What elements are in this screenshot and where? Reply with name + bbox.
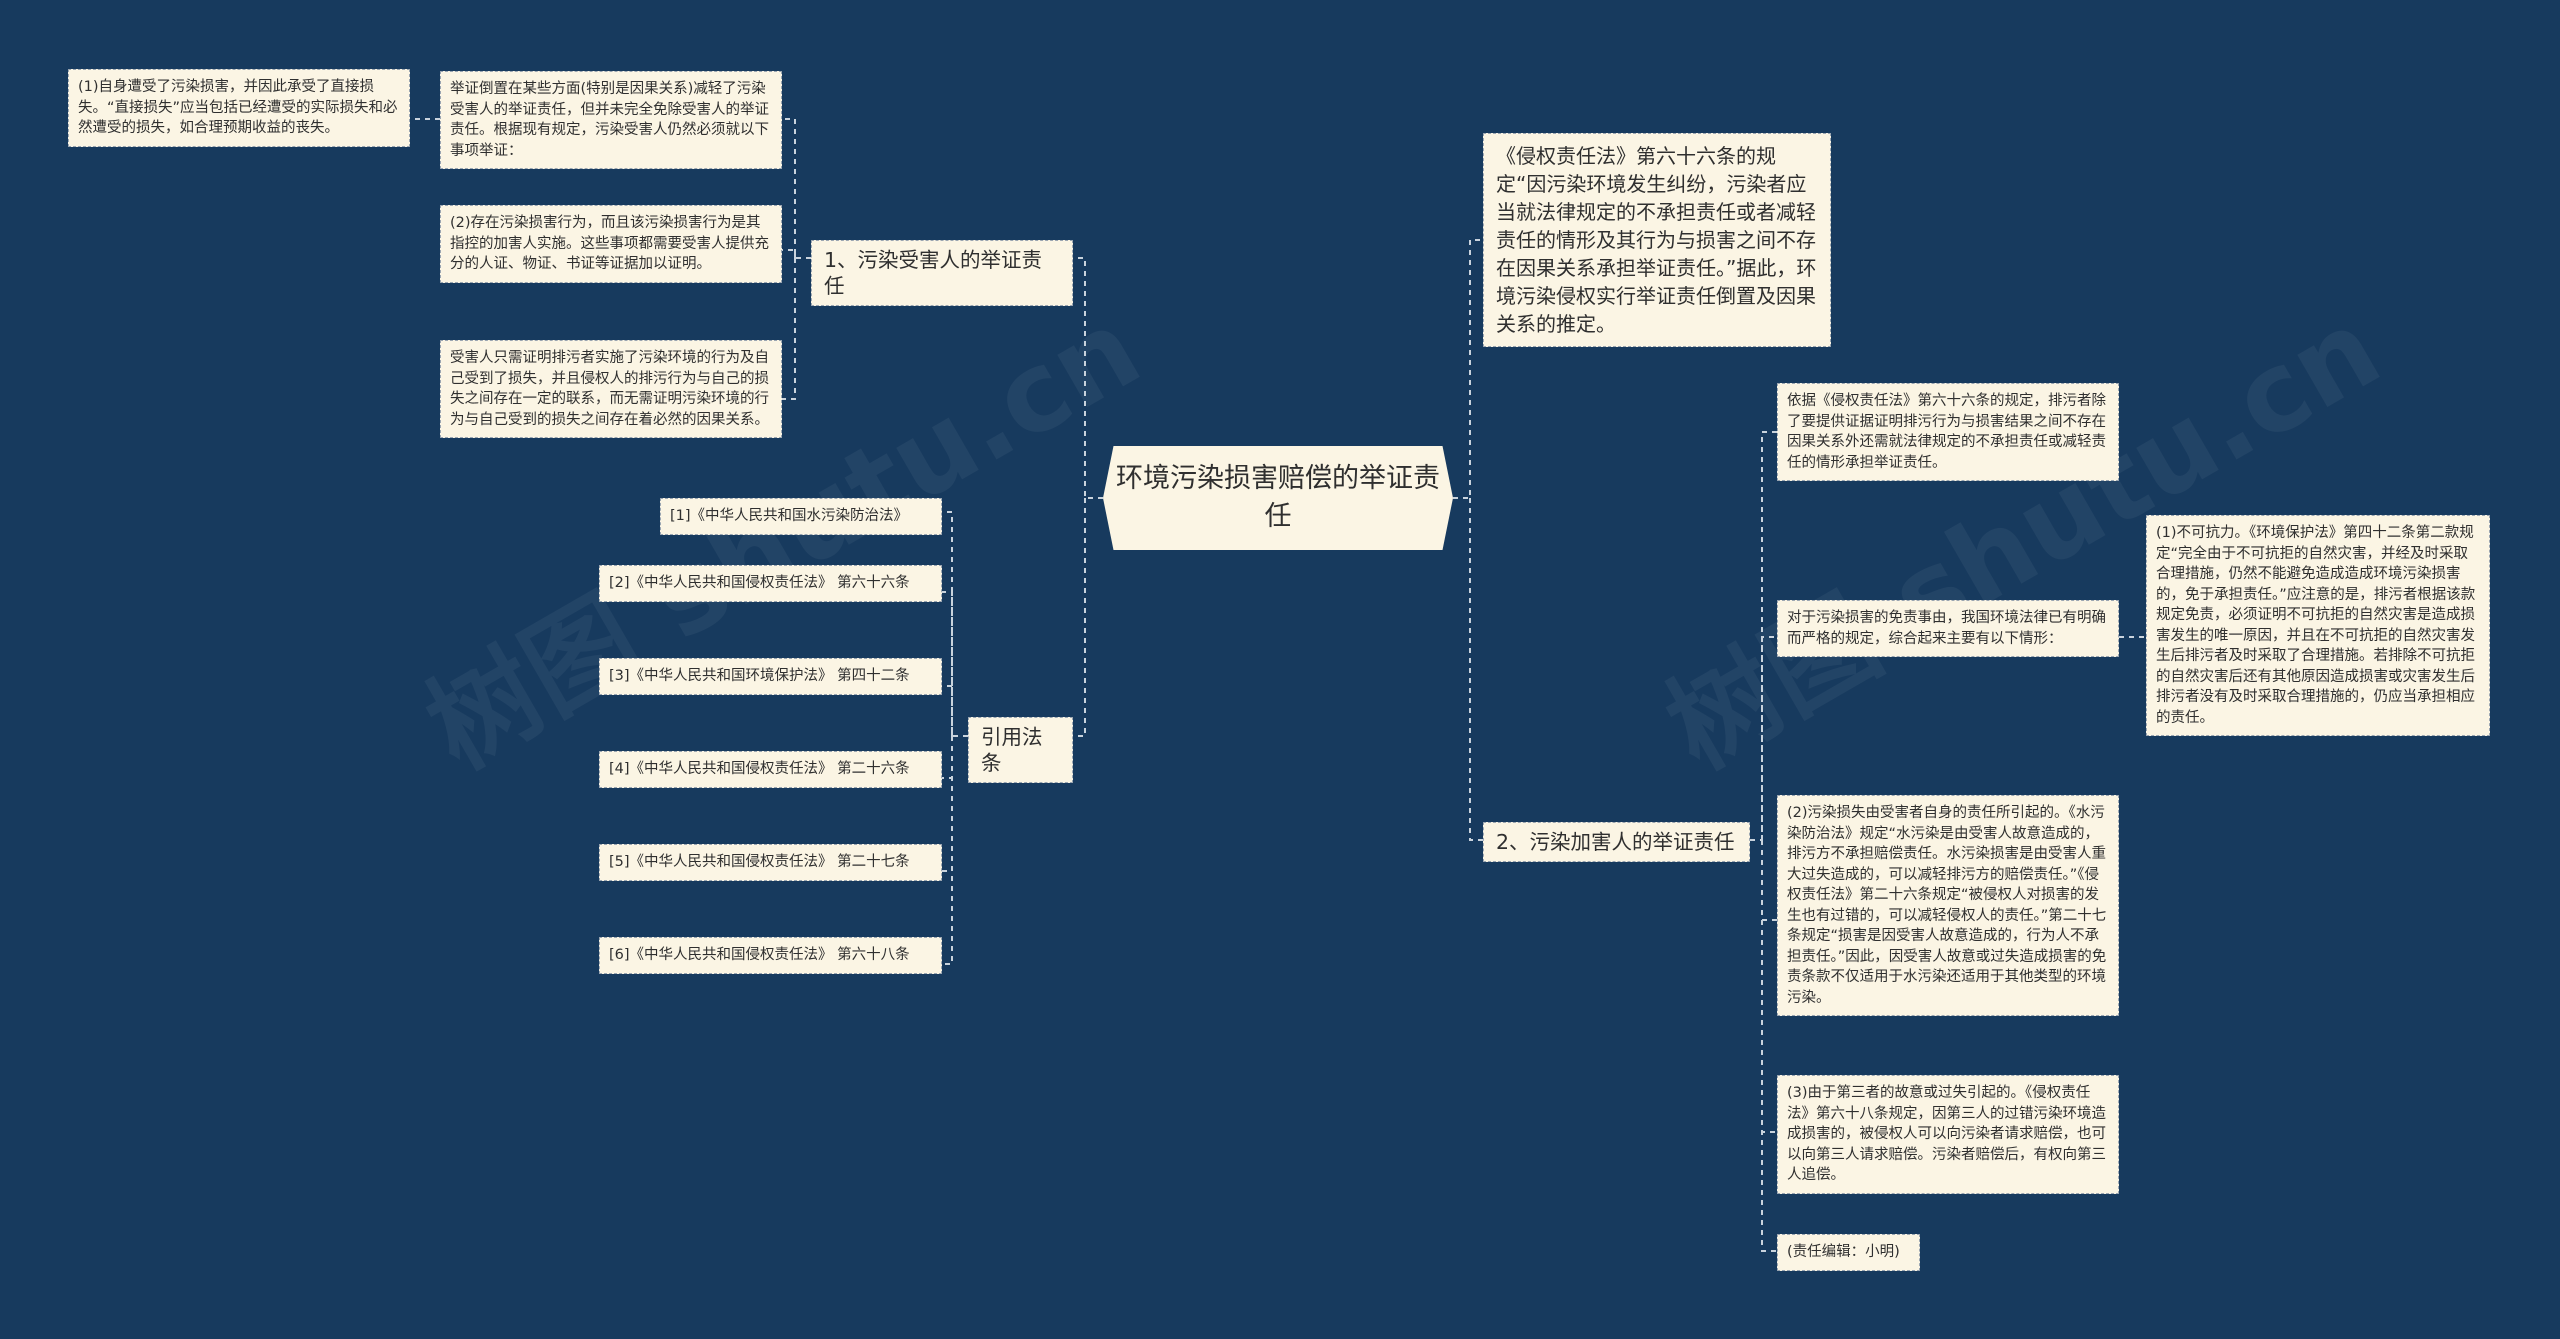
tort-law-article-node[interactable]: 《侵权责任法》第六十六条的规定“因污染环境发生纠纷，污染者应当就法律规定的不承担… xyxy=(1483,133,1831,347)
victim-intro-node[interactable]: 举证倒置在某些方面(特别是因果关系)减轻了污染受害人的举证责任，但并未完全免除受… xyxy=(440,71,782,169)
branch-victim-burden[interactable]: 1、污染受害人的举证责任 xyxy=(811,240,1073,306)
citation-item[interactable]: [3]《中华人民共和国环境保护法》 第四十二条 xyxy=(599,658,942,695)
pollution-act-node[interactable]: (2)存在污染损害行为，而且该污染损害行为是其指控的加害人实施。这些事项都需要受… xyxy=(440,205,782,283)
burden-reversal-node[interactable]: 依据《侵权责任法》第六十六条的规定，排污者除了要提供证据证明排污行为与损害结果之… xyxy=(1777,383,2119,481)
citation-item[interactable]: [2]《中华人民共和国侵权责任法》 第六十六条 xyxy=(599,565,942,602)
force-majeure-node[interactable]: (1)不可抗力。《环境保护法》第四十二条第二款规定“完全由于不可抗拒的自然灾害，… xyxy=(2146,515,2490,736)
branch-polluter-burden[interactable]: 2、污染加害人的举证责任 xyxy=(1483,822,1750,862)
branch-citations[interactable]: 引用法条 xyxy=(968,717,1073,783)
direct-loss-node[interactable]: (1)自身遭受了污染损害，并因此承受了直接损失。“直接损失”应当包括已经遭受的实… xyxy=(68,69,410,147)
citation-item[interactable]: [6]《中华人民共和国侵权责任法》 第六十八条 xyxy=(599,937,942,974)
editor-node[interactable]: (责任编辑：小明) xyxy=(1777,1234,1920,1271)
exemption-intro-node[interactable]: 对于污染损害的免责事由，我国环境法律已有明确而严格的规定，综合起来主要有以下情形… xyxy=(1777,600,2119,657)
central-topic[interactable]: 环境污染损害赔偿的举证责任 xyxy=(1103,446,1453,550)
victim-fault-node[interactable]: (2)污染损失由受害者自身的责任所引起的。《水污染防治法》规定“水污染是由受害人… xyxy=(1777,795,2119,1016)
citation-item[interactable]: [5]《中华人民共和国侵权责任法》 第二十七条 xyxy=(599,844,942,881)
citation-item[interactable]: [1]《中华人民共和国水污染防治法》 xyxy=(660,498,942,535)
third-party-fault-node[interactable]: (3)由于第三者的故意或过失引起的。《侵权责任法》第六十八条规定，因第三人的过错… xyxy=(1777,1075,2119,1194)
causal-link-node[interactable]: 受害人只需证明排污者实施了污染环境的行为及自己受到了损失，并且侵权人的排污行为与… xyxy=(440,340,782,438)
citation-item[interactable]: [4]《中华人民共和国侵权责任法》 第二十六条 xyxy=(599,751,942,788)
